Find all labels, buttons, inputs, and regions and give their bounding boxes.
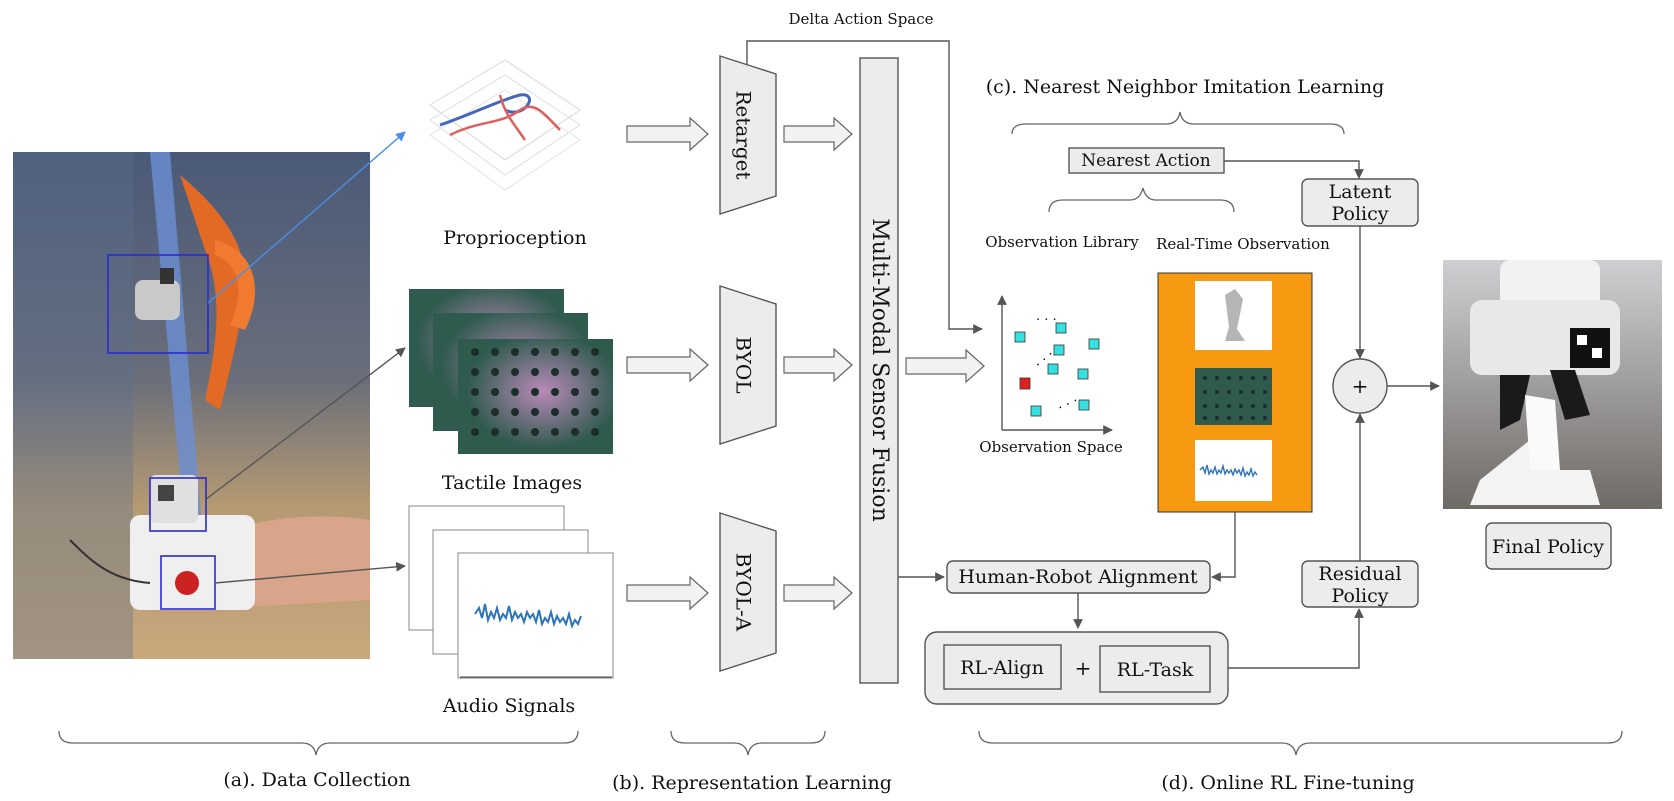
svg-text:. . .: . . . [1054, 390, 1079, 412]
nearest-action-box: Nearest Action [1068, 147, 1225, 174]
svg-text:Human-Robot Alignment: Human-Robot Alignment [958, 566, 1198, 588]
delta-action-path [746, 40, 983, 334]
arrow-to-tactile [204, 347, 406, 501]
observation-space-plot: . . . . . . . . . [997, 295, 1113, 435]
tactile-images-label: Tactile Images [442, 472, 582, 494]
svg-text:. . .: . . . [1036, 309, 1057, 324]
data-collection-brace [58, 730, 579, 756]
observation-library-label: Observation Library [985, 233, 1139, 251]
proprioception-plot [429, 59, 581, 191]
data-collection-photo [13, 152, 370, 659]
byol-a-encoder: BYOL-A [719, 512, 777, 672]
robot-gripper-photo [1443, 260, 1662, 509]
realtime-observation-panel [1157, 272, 1313, 513]
hollow-arrow-1 [626, 116, 709, 152]
svg-text:BYOL: BYOL [732, 336, 756, 393]
rl-task-label: RL-Task [1117, 659, 1194, 681]
svg-text:Retarget: Retarget [732, 90, 756, 179]
audio-signals [408, 505, 614, 679]
hollow-arrow-2 [626, 347, 709, 383]
rl-plus: + [1075, 656, 1092, 680]
nn-brace [1011, 111, 1345, 135]
hollow-arrow-6 [783, 575, 853, 611]
svg-text:Residual: Residual [1318, 563, 1401, 585]
sum-node: + [1332, 358, 1388, 414]
representation-brace [670, 730, 826, 756]
hollow-arrow-7 [905, 348, 985, 384]
library-brace [1048, 187, 1235, 213]
residual-policy-box: Residual Policy [1301, 560, 1419, 608]
svg-text:+: + [1352, 374, 1369, 398]
svg-text:Final Policy: Final Policy [1492, 536, 1604, 558]
svg-text:Policy: Policy [1332, 203, 1389, 225]
hollow-arrow-4 [783, 116, 853, 152]
realtime-to-alignment-arrow [1211, 512, 1236, 582]
hollow-arrow-3 [626, 575, 709, 611]
final-policy-box: Final Policy [1485, 522, 1612, 570]
latent-policy-box: Latent Policy [1301, 178, 1419, 227]
realtime-observation-label: Real-Time Observation [1156, 235, 1330, 253]
svg-text:BYOL-A: BYOL-A [732, 553, 756, 632]
nearest-neighbor-title: (c). Nearest Neighbor Imitation Learning [986, 76, 1385, 98]
tactile-images [409, 289, 613, 454]
svg-text:Policy: Policy [1332, 585, 1389, 607]
svg-text:Latent: Latent [1329, 181, 1392, 203]
arrow-to-audio [214, 561, 406, 584]
svg-text:Multi-Modal Sensor Fusion: Multi-Modal Sensor Fusion [867, 218, 892, 522]
retarget-encoder: Retarget [719, 55, 777, 215]
byol-encoder: BYOL [719, 285, 777, 445]
observation-space-label: Observation Space [979, 438, 1123, 456]
audio-signals-label: Audio Signals [442, 695, 575, 717]
human-robot-alignment-box: Human-Robot Alignment [946, 560, 1211, 594]
sensor-fusion-block: Multi-Modal Sensor Fusion [859, 57, 899, 684]
hollow-arrow-5 [783, 347, 853, 383]
online-rl-brace [978, 730, 1623, 756]
rl-objectives-container: RL-Align + RL-Task [924, 631, 1229, 705]
representation-learning-caption: (b). Representation Learning [612, 772, 892, 794]
rl-align-label: RL-Align [960, 657, 1044, 679]
data-collection-caption: (a). Data Collection [223, 769, 410, 791]
arrow-to-proprioception [207, 131, 406, 304]
online-rl-caption: (d). Online RL Fine-tuning [1161, 772, 1414, 794]
rl-to-residual-arrow [1228, 608, 1364, 669]
proprioception-label: Proprioception [443, 227, 587, 249]
delta-action-space-label: Delta Action Space [788, 10, 933, 28]
nearest-to-latent-arrow [1224, 160, 1364, 179]
svg-text:Nearest Action: Nearest Action [1081, 151, 1211, 171]
